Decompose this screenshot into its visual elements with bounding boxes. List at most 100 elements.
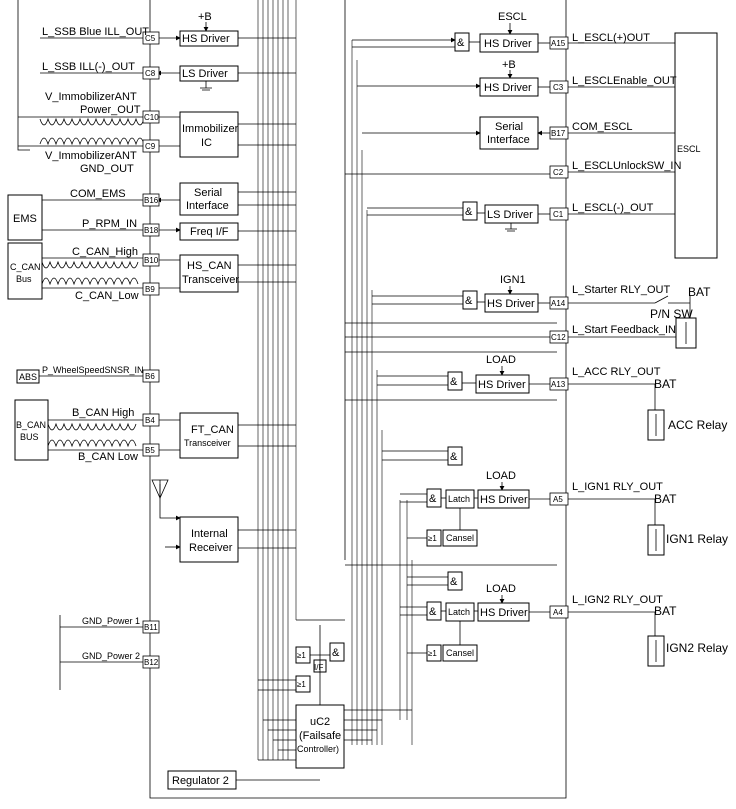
pin-b17-label: B17 [551,129,566,138]
or-gate-uc-1-label: ≥1 [297,651,306,660]
cansel-ign2-label: Cansel [446,648,474,658]
and-gate-ign2-top [447,571,463,591]
abs-box [16,369,40,384]
left-signal-labels: L_SSB Blue ILL_OUT L_SSB ILL(-)_OUT V_Im… [42,26,149,661]
and-gate-ign1-top [447,446,463,466]
bcan-bus-label-2: BUS [20,432,39,442]
signal-c3: L_ESCLEnable_OUT [572,75,677,87]
signal-b9: C_CAN_Low [75,290,139,302]
freq-if-block [179,222,239,241]
and-gate-uc-label: & [332,647,340,659]
immobilizer-antenna-coil [18,116,145,147]
or-gate-uc-2-label: ≥1 [297,680,306,689]
pin-b4 [142,413,160,427]
pin-c10 [142,110,160,124]
pin-b6 [142,369,160,383]
immobilizer-ic-label-2: IC [201,137,212,149]
escl-module [674,32,718,259]
hs-driver-ign1-label: HS Driver [480,494,528,506]
signal-a13: L_ACC RLY_OUT [572,366,661,378]
pin-c9-label: C9 [145,142,156,151]
latch-ign2-label: Latch [448,607,470,617]
and-gate-ign1-top-label: & [450,451,458,463]
pin-b16-label: B16 [144,196,159,205]
signal-c12: L_Start Feedback_IN [572,324,676,336]
and-gate-acc [447,371,463,391]
hs-can-label-1: HS_CAN [187,260,232,272]
ground-symbol-2 [505,223,517,232]
hs-driver-escl-label: HS Driver [484,38,532,50]
signal-c9-line2: GND_OUT [80,163,134,175]
ign2-relay-label: IGN2 Relay [666,641,728,655]
signal-b17: COM_ESCL [572,121,633,133]
or-gate-ign2-label: ≥1 [428,649,437,658]
signal-c5: L_SSB Blue ILL_OUT [42,26,149,38]
supply-bat-ign2: BAT [654,604,677,618]
ccan-bus-label-1: C_CAN [10,262,41,272]
pin-b16 [142,193,160,207]
serial-interface-ems [179,182,239,216]
pin-a15-label: A15 [551,39,566,48]
signal-a15: L_ESCL(+)OUT [572,32,650,44]
signal-b6: P_WheelSpeedSNSR_IN [42,365,144,375]
supply-load-3: LOAD [486,583,516,595]
pin-b12-label: B12 [144,658,159,667]
ccan-twisted-pair [41,257,143,289]
uc2-label-1: uC2 [310,716,330,728]
pin-b11-label: B11 [144,623,158,632]
ssb-connector-outline [17,0,30,151]
pin-c5-label: C5 [145,34,156,43]
freq-if-label: Freq I/F [190,226,229,238]
block-bus-links [236,37,320,781]
ls-driver-ssb [179,65,239,82]
pin-b10 [142,253,160,267]
latch-ign1-label: Latch [448,494,470,504]
supply-bat-acc: BAT [654,377,677,391]
bcan-bus-label-1: B_CAN [16,420,46,430]
ccan-bus-label-2: Bus [16,274,32,284]
bcan-bus-box [14,399,49,461]
ft-can-label-1: FT_CAN [191,424,234,436]
pin-a5-label: A5 [553,495,563,504]
ls-driver-escl-label: LS Driver [487,209,533,221]
pin-c8-label: C8 [145,69,156,78]
ign1-relay-label: IGN1 Relay [666,532,728,546]
ems-label: EMS [13,213,37,225]
signal-b4: B_CAN High [72,407,134,419]
pin-b18 [142,223,160,237]
signal-a5: L_IGN1 RLY_OUT [572,481,663,493]
ft-can-transceiver [179,412,239,459]
signal-c10-line2: Power_OUT [80,104,141,116]
bcan-twisted-pair [47,419,143,451]
and-gate-ign2-label: & [429,606,437,618]
pin-b9 [142,282,160,296]
signal-c2: L_ESCLUnlockSW_IN [572,160,681,172]
signal-a14: L_Starter RLY_OUT [572,284,671,296]
signal-b12: GND_Power 2 [82,651,140,661]
and-gate-ls [462,201,478,221]
hs-driver-escl-enable-label: HS Driver [484,82,532,94]
pin-c2-label: C2 [553,168,564,177]
module-outline [149,0,567,799]
signal-b18: P_RPM_IN [82,218,137,230]
or-gate-uc-2 [295,675,311,693]
signal-a4: L_IGN2 RLY_OUT [572,594,663,606]
ccan-bus-box [7,242,43,300]
uc2-label-2: (Failsafe [299,730,341,742]
and-gate-uc [329,642,345,662]
immobilizer-ic [179,111,239,158]
hs-driver-starter-label: HS Driver [487,298,535,310]
pin-a13-label: A13 [551,380,566,389]
driver-pin-wires [529,42,550,613]
ems-box [7,194,43,241]
immobilizer-ic-label-1: Immobilizer [182,123,239,135]
signal-b11: GND_Power 1 [82,616,140,626]
pin-b12 [142,655,160,669]
pin-a4-label: A4 [553,608,563,617]
or-gate-ign1-label: ≥1 [428,534,437,543]
pin-b6-label: B6 [145,372,155,381]
signal-c9-line1: V_ImmobilizerANT [45,150,137,162]
pin-c9 [142,139,160,153]
hs-driver-ign2-label: HS Driver [480,607,528,619]
supply-bat-starter: BAT [688,285,711,299]
